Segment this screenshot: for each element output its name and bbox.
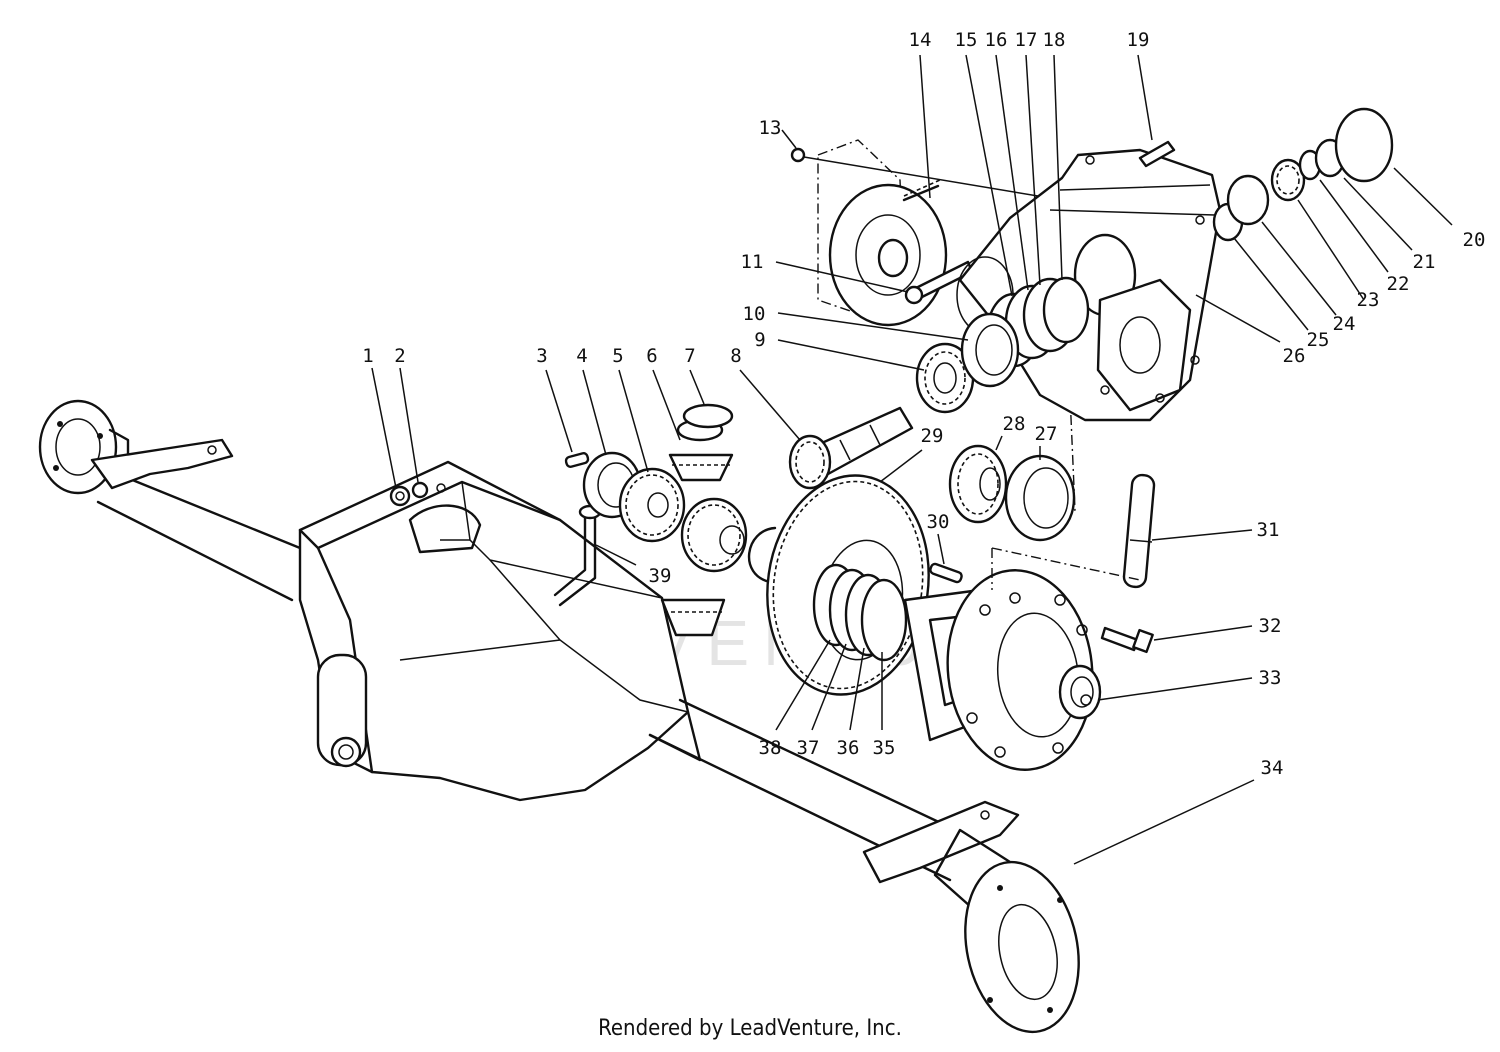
callout-4: 4 [576, 345, 587, 367]
callout-25: 25 [1307, 329, 1330, 351]
callout-23: 23 [1357, 289, 1380, 311]
callout-2: 2 [394, 345, 405, 367]
callout-19: 19 [1127, 29, 1150, 51]
callout-31: 31 [1257, 519, 1280, 541]
callout-6: 6 [646, 345, 657, 367]
callout-1: 1 [362, 345, 373, 367]
callout-labels: 1 2 3 4 5 6 7 8 9 10 11 13 14 15 16 17 1… [362, 29, 1485, 779]
callout-29: 29 [921, 425, 944, 447]
shim-35 [860, 578, 908, 662]
pin-30 [929, 562, 963, 584]
bearing-cone [948, 444, 1008, 524]
vent-tube [553, 508, 587, 597]
callout-14: 14 [909, 29, 932, 51]
callout-20: 20 [1463, 229, 1486, 251]
pinion-washer [682, 403, 734, 429]
callout-11: 11 [741, 251, 764, 273]
callout-37: 37 [797, 737, 820, 759]
callout-26: 26 [1283, 345, 1306, 367]
callout-5: 5 [612, 345, 623, 367]
pin-3 [564, 452, 590, 468]
callout-30: 30 [927, 511, 950, 533]
callout-17: 17 [1015, 29, 1038, 51]
pinion-shaft [788, 406, 914, 490]
side-gear-2 [680, 497, 748, 573]
bolt-13 [790, 147, 806, 163]
axle-housing [38, 399, 1080, 1034]
callout-9: 9 [754, 329, 765, 351]
callout-21: 21 [1413, 251, 1436, 273]
callout-36: 36 [837, 737, 860, 759]
bearing-cup [1004, 454, 1076, 542]
ring-18 [1042, 276, 1090, 344]
pinion-gear-lower [660, 598, 726, 637]
differential-case [903, 569, 1102, 771]
callout-18: 18 [1043, 29, 1066, 51]
callout-16: 16 [985, 29, 1008, 51]
leader-lines [371, 54, 1453, 865]
callout-22: 22 [1387, 273, 1410, 295]
callout-34: 34 [1261, 757, 1284, 779]
callout-28: 28 [1003, 413, 1026, 435]
case-bolt [1100, 626, 1154, 654]
cap-20 [1334, 107, 1394, 183]
callout-13: 13 [759, 117, 782, 139]
callout-8: 8 [730, 345, 741, 367]
cross-shaft [1122, 473, 1156, 589]
callout-38: 38 [759, 737, 782, 759]
side-gear [618, 467, 686, 543]
bearing-cup-10 [960, 312, 1020, 388]
callout-10: 10 [743, 303, 766, 325]
credit-text: Rendered by LeadVenture, Inc. [598, 1016, 902, 1041]
callout-39: 39 [649, 565, 672, 587]
callout-15: 15 [955, 29, 978, 51]
callout-35: 35 [873, 737, 896, 759]
callout-33: 33 [1259, 667, 1282, 689]
callout-32: 32 [1259, 615, 1282, 637]
callout-7: 7 [684, 345, 695, 367]
snap-ring [747, 526, 777, 584]
callout-24: 24 [1333, 313, 1356, 335]
callout-27: 27 [1035, 423, 1058, 445]
pinion-gear-upper [668, 418, 734, 482]
bearing-9 [915, 342, 975, 414]
cup-24 [1226, 174, 1270, 226]
bolt-19 [1138, 140, 1176, 168]
bearing-23 [1270, 158, 1306, 202]
gasket-plate [817, 139, 948, 327]
callout-3: 3 [536, 345, 547, 367]
